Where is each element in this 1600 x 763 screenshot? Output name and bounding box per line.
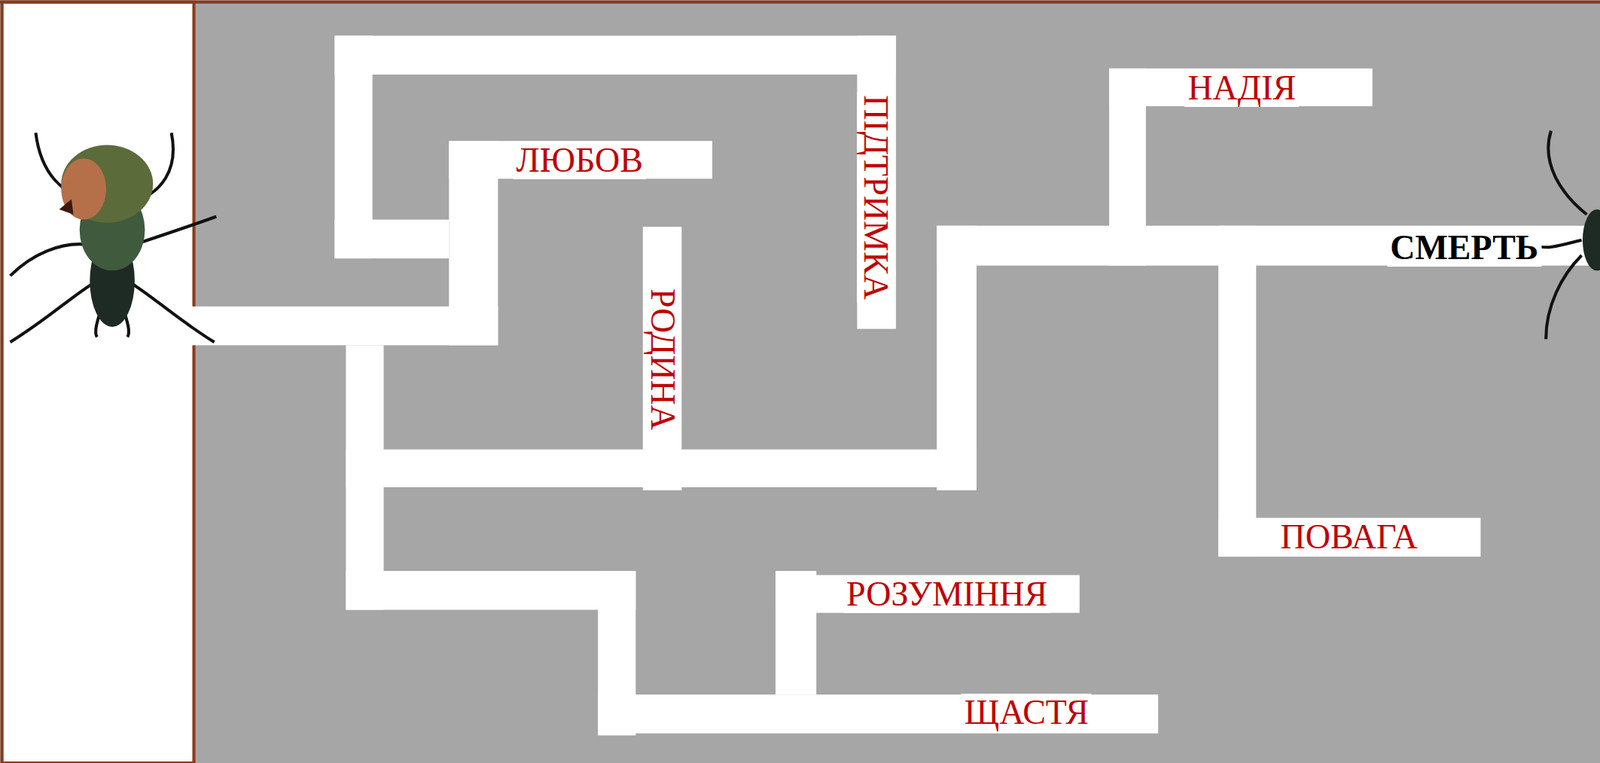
maze-word: ПІДТРИМКА: [856, 91, 895, 303]
maze-word: ПОВАГА: [1276, 518, 1421, 556]
maze-word: НАДІЯ: [1184, 69, 1299, 107]
goal-word: СМЕРТЬ: [1386, 228, 1542, 267]
maze-word: РОДИНА: [643, 285, 682, 433]
beetle-left: [10, 132, 217, 342]
maze-word: ЩАСТЯ: [961, 693, 1092, 732]
beetle-right: [1536, 131, 1600, 340]
frame-line: [0, 0, 1600, 4]
start-panel: [2, 2, 195, 763]
maze-word: РОЗУМІННЯ: [843, 575, 1051, 613]
maze-corridors: [192, 35, 1600, 735]
maze-word: ЛЮБОВ: [513, 141, 647, 180]
